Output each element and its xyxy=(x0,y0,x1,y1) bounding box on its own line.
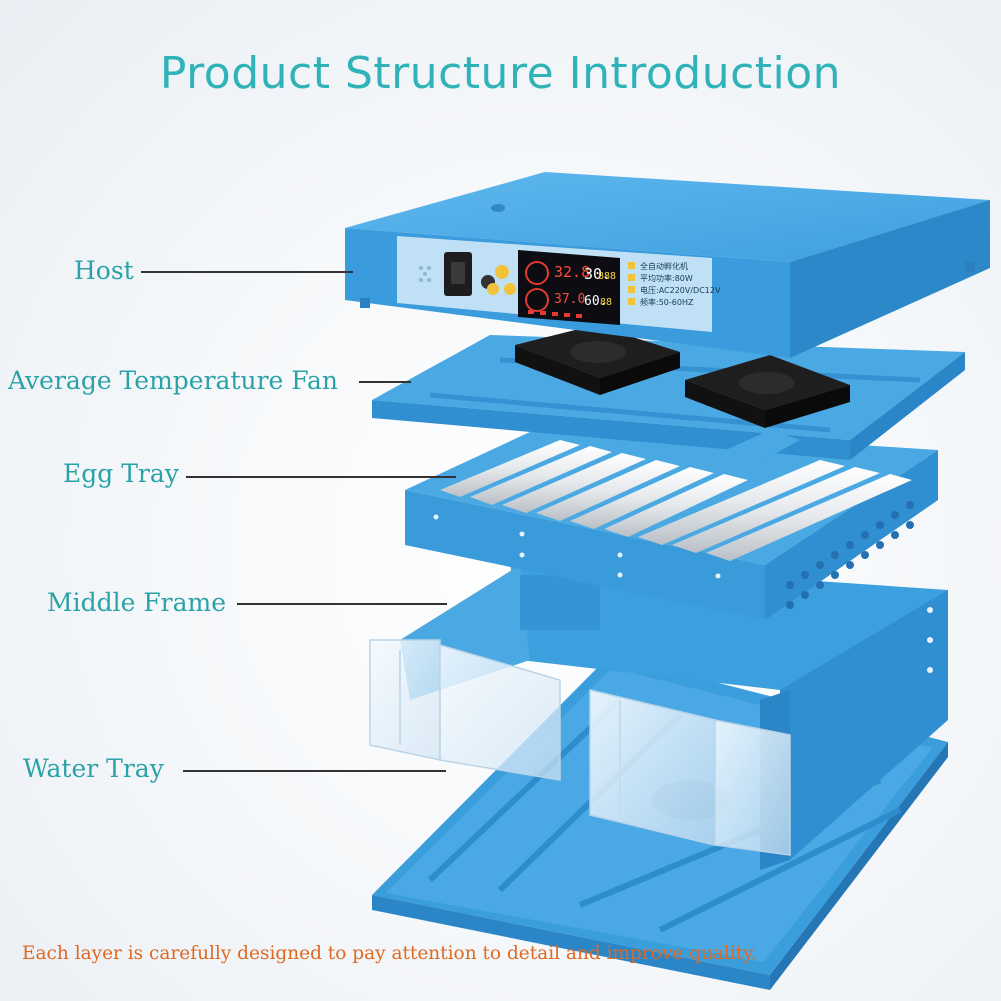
host-unit: 32.8 30. 37.0 60. 888 88 全自动孵化机 平均功率:80W… xyxy=(345,172,990,358)
label-water-tray: Water Tray xyxy=(23,754,164,783)
label-fan: Average Temperature Fan xyxy=(8,366,338,395)
label-egg-tray: Egg Tray xyxy=(63,459,179,488)
leader-fan xyxy=(359,381,411,383)
label-host: Host xyxy=(74,256,134,285)
spec-line-1: 全自动孵化机 xyxy=(640,261,688,271)
lcd-temp-set: 32.8 xyxy=(554,263,590,281)
middle-frame xyxy=(369,560,948,870)
spec-line-3: 电压:AC220V/DC12V xyxy=(640,285,721,295)
spec-line-4: 频率:50-60HZ xyxy=(640,297,694,307)
leader-middle-frame xyxy=(237,603,447,605)
leader-water-tray xyxy=(183,770,446,772)
lcd-temp-read: 30. xyxy=(584,265,611,283)
egg-tray xyxy=(405,425,938,620)
page-title: Product Structure Introduction xyxy=(159,48,842,99)
footer-caption: Each layer is carefully designed to pay … xyxy=(22,943,758,964)
leader-egg-tray xyxy=(186,476,456,478)
label-middle-frame: Middle Frame xyxy=(47,588,227,617)
lcd-count-a: 888 xyxy=(598,271,616,282)
fan-plate xyxy=(372,325,965,470)
spec-line-2: 平均功率:80W xyxy=(640,273,693,283)
lcd-count-b: 88 xyxy=(600,297,612,308)
lcd-hum-set: 60. xyxy=(584,294,607,309)
leader-host xyxy=(141,271,353,273)
lcd-hum-read: 37.0 xyxy=(554,292,585,307)
